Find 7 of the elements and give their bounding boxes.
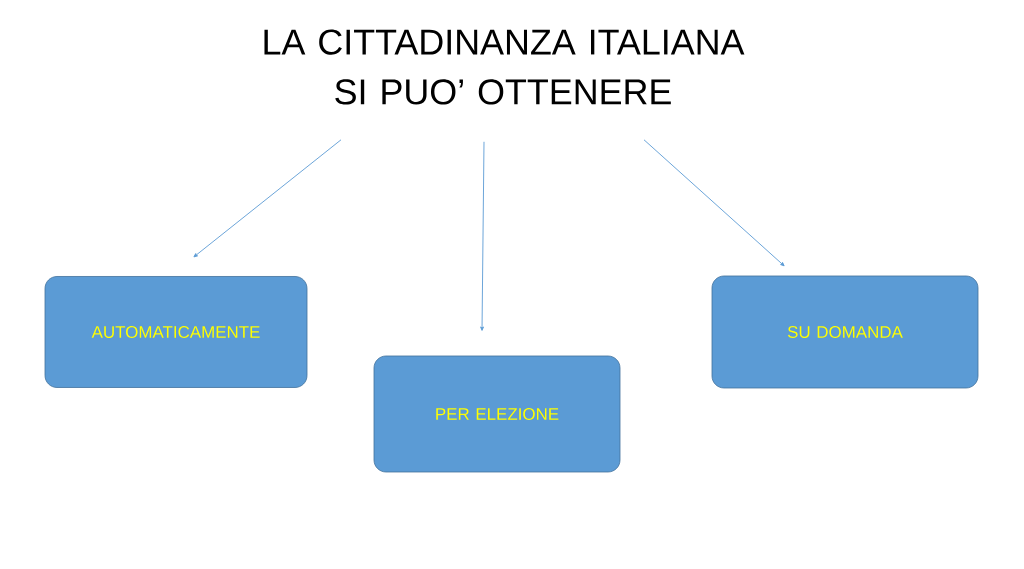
- arrow: [480, 141, 485, 331]
- process-box: SU DOMANDA: [711, 275, 979, 389]
- title-text: LA CITTADINANZA ITALIANA SI PUO’ OTTENERE: [264, 29, 745, 105]
- arrow: [643, 139, 785, 267]
- process-box: PER ELEZIONE: [373, 355, 621, 473]
- arrow: [193, 139, 342, 258]
- process-box: AUTOMATICAMENTE: [44, 276, 308, 388]
